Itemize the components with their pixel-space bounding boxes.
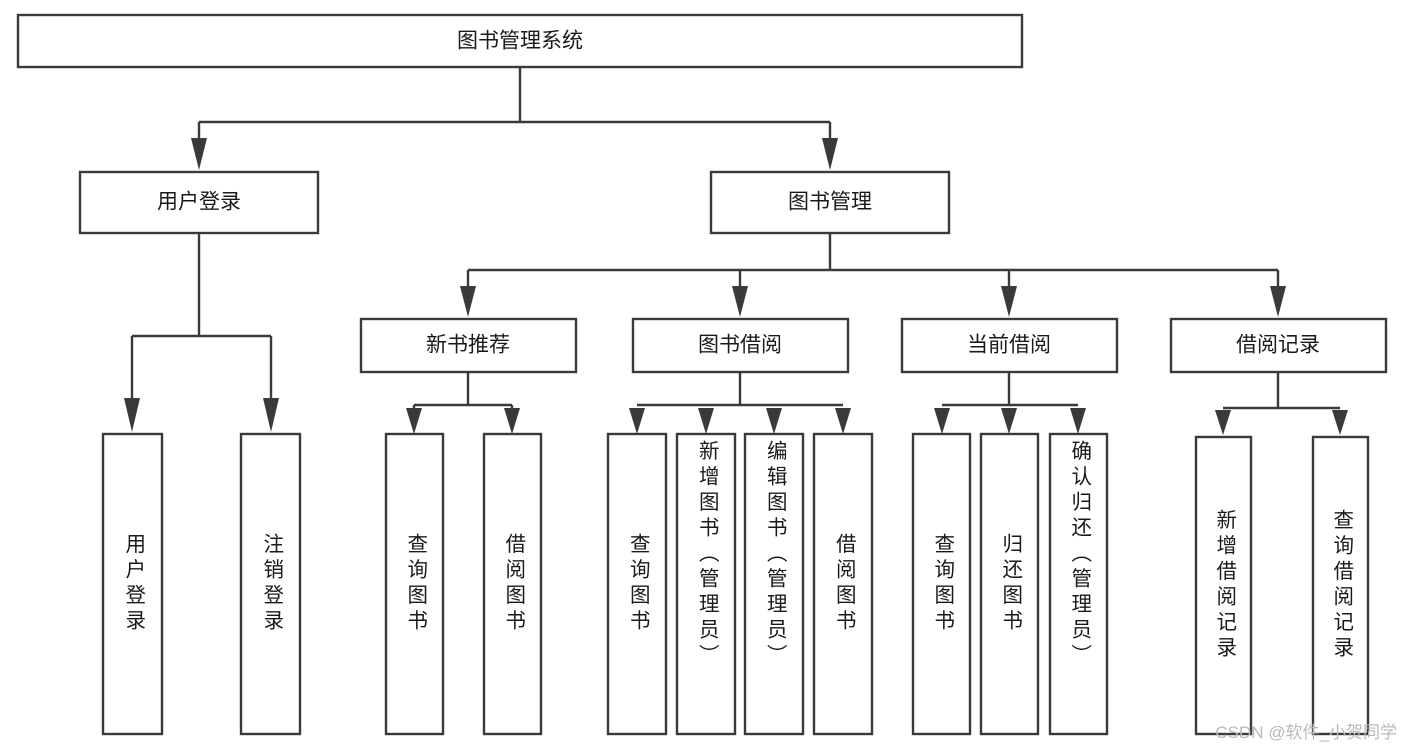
node-leaf-borrow-book-2-box[interactable] [812,432,874,736]
arrowhead-icon [1270,286,1286,317]
node-root[interactable]: 图书管理系统 [16,13,1024,69]
node-leaf-borrow-book-1[interactable]: 借阅图书 [482,432,543,736]
arrowhead-icon [460,286,476,317]
node-leaf-add-record[interactable]: 新增借阅记录 [1194,435,1253,736]
node-leaf-return-book-box[interactable] [979,432,1040,736]
arrowhead-icon [504,408,520,434]
node-leaf-user-login-label: 用户登录 [121,533,145,635]
arrowhead-icon [1332,410,1348,435]
arrowhead-icon [934,408,950,434]
arrowhead-icon [822,138,838,170]
arrowhead-icon [263,398,279,432]
node-user-login[interactable]: 用户登录 [78,170,320,235]
node-book-borrow-box[interactable] [631,317,850,374]
node-user-login-label: 用户登录 [157,191,241,214]
node-root-label: 图书管理系统 [457,30,583,53]
node-leaf-user-logout-label: 注销登录 [259,533,283,635]
connector-group-book-manage [460,233,1286,317]
node-new-book-rec[interactable]: 新书推荐 [359,317,578,374]
node-leaf-borrow-book-2-label: 借阅图书 [832,533,856,635]
node-leaf-add-record-box[interactable] [1194,435,1253,736]
arrowhead-icon [406,408,422,434]
node-borrow-record-label: 借阅记录 [1236,334,1320,357]
node-leaf-query-book-2-label: 查询图书 [626,533,650,635]
node-leaf-add-book-label: 新增图书（管理员） [695,440,719,670]
node-book-manage[interactable]: 图书管理 [709,170,951,235]
arrowhead-icon [766,408,782,434]
node-leaf-confirm-return[interactable]: 确认归还（管理员） [1048,432,1109,736]
node-leaf-return-book[interactable]: 归还图书 [979,432,1040,736]
arrowhead-icon [835,408,851,434]
node-leaf-user-logout[interactable]: 注销登录 [239,432,302,736]
arrowhead-icon [1215,410,1231,435]
arrowhead-icon [1001,408,1017,434]
node-leaf-query-book-3-box[interactable] [911,432,972,736]
arrowhead-icon [124,398,140,432]
node-book-manage-box[interactable] [709,170,951,235]
connector-group-borrow-record [1215,372,1348,435]
node-leaf-query-record-box[interactable] [1311,435,1370,736]
node-new-book-rec-label: 新书推荐 [426,334,510,357]
node-leaf-query-book-1-box[interactable] [384,432,445,736]
node-book-borrow[interactable]: 图书借阅 [631,317,850,374]
node-leaf-query-book-3-label: 查询图书 [930,533,954,635]
node-leaf-edit-book-label: 编辑图书（管理员） [763,440,787,670]
node-leaf-query-book-2[interactable]: 查询图书 [606,432,668,736]
node-new-book-rec-box[interactable] [359,317,578,374]
node-book-borrow-label: 图书借阅 [698,334,782,357]
connector-group-root [191,67,838,170]
watermark-text: CSDN @软件_小贺同学 [1215,723,1397,742]
node-leaf-return-book-label: 归还图书 [998,533,1022,635]
node-root-box[interactable] [16,13,1024,69]
node-leaf-query-book-2-box[interactable] [606,432,668,736]
arrowhead-icon [1070,408,1086,434]
node-leaf-user-logout-box[interactable] [239,432,302,736]
arrowhead-icon [732,286,748,317]
node-leaf-borrow-book-2[interactable]: 借阅图书 [812,432,874,736]
node-leaf-query-book-1-label: 查询图书 [403,533,427,635]
node-leaf-edit-book-box[interactable] [743,432,805,736]
node-borrow-record-box[interactable] [1169,317,1388,374]
node-leaf-confirm-return-label: 确认归还（管理员） [1067,440,1091,670]
arrowhead-icon [698,408,714,434]
arrowhead-icon [191,138,207,170]
node-leaf-user-login[interactable]: 用户登录 [101,432,164,736]
node-leaf-query-book-3[interactable]: 查询图书 [911,432,972,736]
node-book-manage-label: 图书管理 [788,191,872,214]
connector-group-book-borrow [629,372,851,434]
connector-group-user-login [124,233,279,432]
node-leaf-edit-book[interactable]: 编辑图书（管理员） [743,432,805,736]
arrowhead-icon [629,408,645,434]
node-leaf-add-book[interactable]: 新增图书（管理员） [675,432,737,736]
node-leaf-query-book-1[interactable]: 查询图书 [384,432,445,736]
node-leaf-borrow-book-1-box[interactable] [482,432,543,736]
node-leaf-query-record[interactable]: 查询借阅记录 [1311,435,1370,736]
node-leaf-add-book-box[interactable] [675,432,737,736]
node-current-borrow-box[interactable] [900,317,1119,374]
node-leaf-add-record-label: 新增借阅记录 [1212,509,1236,662]
node-leaf-query-record-label: 查询借阅记录 [1329,509,1353,662]
node-leaf-confirm-return-box[interactable] [1048,432,1109,736]
connector-group-current-borrow [934,372,1086,434]
node-leaf-user-login-box[interactable] [101,432,164,736]
node-current-borrow-label: 当前借阅 [967,334,1051,357]
node-user-login-box[interactable] [78,170,320,235]
node-leaf-borrow-book-1-label: 借阅图书 [501,533,525,635]
connector-group-new-book-rec [406,372,520,434]
arrowhead-icon [1001,286,1017,317]
node-borrow-record[interactable]: 借阅记录 [1169,317,1388,374]
node-current-borrow[interactable]: 当前借阅 [900,317,1119,374]
